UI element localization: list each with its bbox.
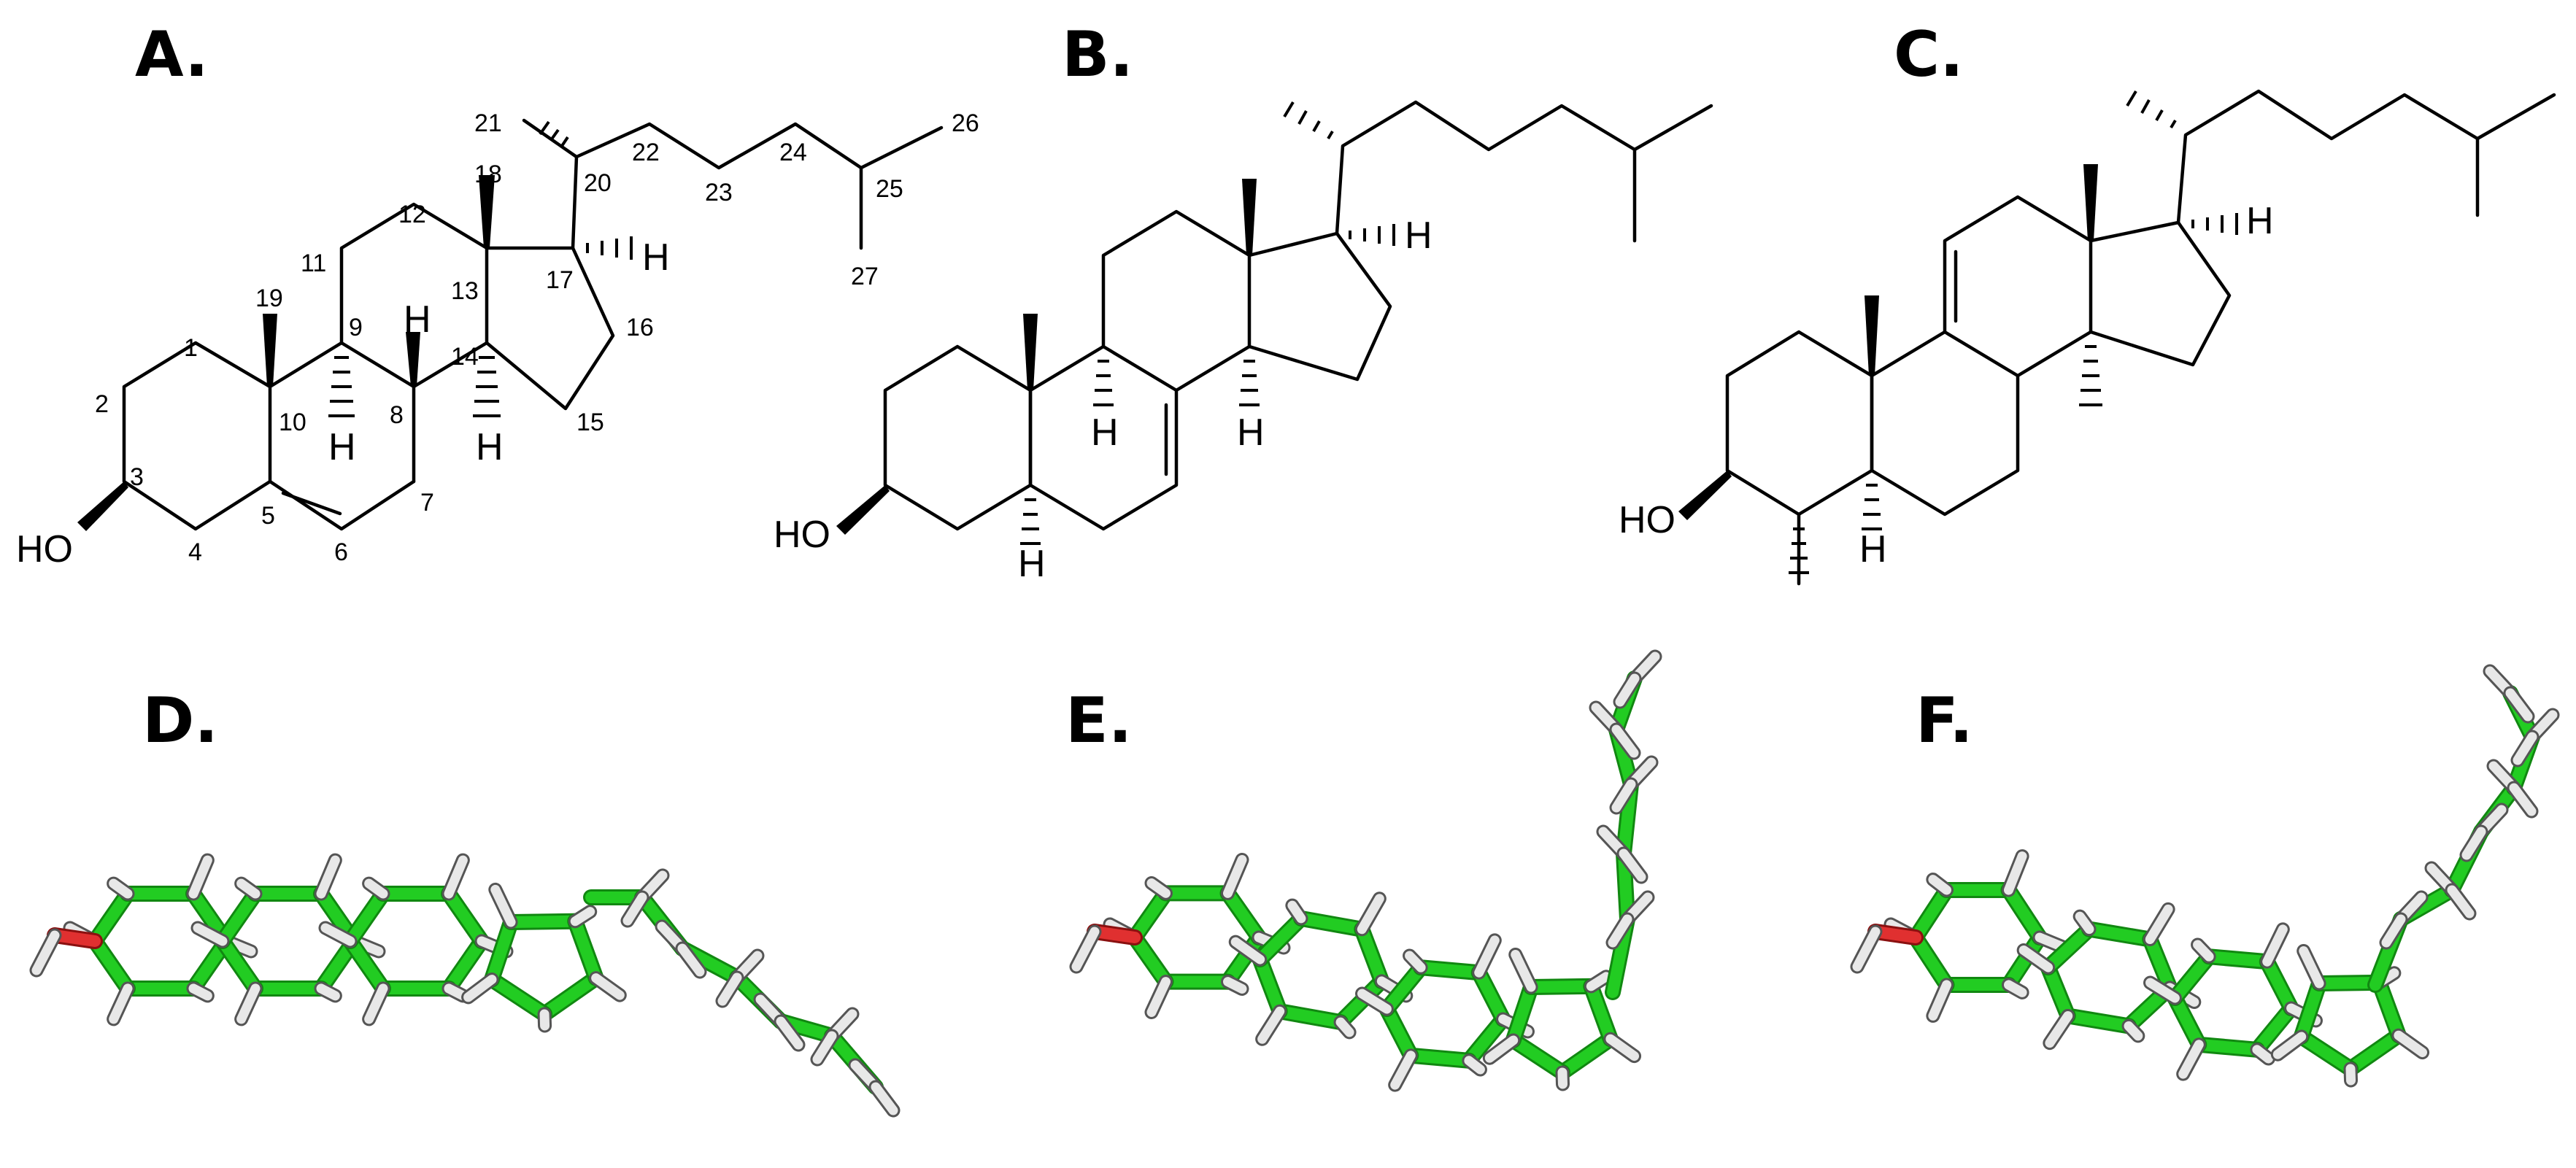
atom-number-24: 24 xyxy=(779,139,807,166)
atom-number-3: 3 xyxy=(130,463,144,491)
atom-number-18: 18 xyxy=(474,160,502,188)
atom-number-17: 17 xyxy=(546,266,574,294)
atom-number-16: 16 xyxy=(626,314,654,341)
atom-number-21: 21 xyxy=(474,109,502,137)
atom-number-2: 2 xyxy=(95,390,109,418)
panel-label-f: F. xyxy=(1916,684,1973,757)
structure-b: HO H H H H xyxy=(774,100,1713,585)
atom-number-19: 19 xyxy=(255,285,283,312)
structure-c: HO H H xyxy=(1619,89,2556,586)
atom-number-11: 11 xyxy=(301,250,326,277)
atom-number-1: 1 xyxy=(184,334,198,362)
atom-hydroxyl-b: HO xyxy=(774,514,830,556)
atom-h14-b: H xyxy=(1237,411,1265,454)
atom-number-6: 6 xyxy=(334,538,348,566)
atom-number-23: 23 xyxy=(705,179,733,206)
atom-h5-b: H xyxy=(1018,543,1046,585)
atom-number-25: 25 xyxy=(876,175,903,203)
structure-a-hashes xyxy=(328,120,633,417)
atom-h17-a: H xyxy=(642,236,670,279)
panel-label-b: B. xyxy=(1062,18,1134,91)
atom-number-26: 26 xyxy=(952,109,979,137)
atom-h14-a: H xyxy=(476,426,504,468)
atom-h17-c: H xyxy=(2246,200,2274,242)
structure-a-wedges xyxy=(77,175,495,531)
atom-number-4: 4 xyxy=(188,538,202,566)
atom-number-5: 5 xyxy=(261,502,275,530)
stick-model-f xyxy=(1850,664,2560,1088)
panel-label-c: C. xyxy=(1894,18,1964,91)
stick-model-d xyxy=(29,853,901,1118)
atom-number-7: 7 xyxy=(420,489,434,517)
atom-hydroxyl-a: HO xyxy=(16,528,73,571)
atom-number-15: 15 xyxy=(576,409,604,436)
atom-number-9: 9 xyxy=(349,314,363,341)
structure-a: HO H H H H 1 2 3 4 5 6 7 8 9 10 11 12 13… xyxy=(16,109,979,571)
atom-h9-b: H xyxy=(1091,411,1119,454)
panel-label-a: A. xyxy=(135,18,209,91)
stick-model-e xyxy=(1069,649,1662,1092)
atom-number-20: 20 xyxy=(584,169,612,197)
atom-number-10: 10 xyxy=(279,409,306,436)
atom-h5-c: H xyxy=(1859,528,1887,571)
atom-number-13: 13 xyxy=(451,277,479,305)
atom-number-14: 14 xyxy=(451,343,479,371)
structure-a-numbers: 1 2 3 4 5 6 7 8 9 10 11 12 13 14 15 16 1… xyxy=(95,109,979,566)
atom-number-22: 22 xyxy=(632,139,660,166)
atom-number-27: 27 xyxy=(851,263,879,290)
atom-h17-b: H xyxy=(1405,214,1432,257)
atom-h9-a: H xyxy=(328,426,356,468)
panel-label-e: E. xyxy=(1065,684,1133,757)
atom-hydroxyl-c: HO xyxy=(1619,499,1675,541)
structure-a-atoms: HO H H H H xyxy=(16,236,670,571)
panel-label-d: D. xyxy=(142,684,219,757)
atom-number-8: 8 xyxy=(390,401,404,429)
atom-h8-a: H xyxy=(404,298,431,341)
atom-number-12: 12 xyxy=(398,201,426,228)
